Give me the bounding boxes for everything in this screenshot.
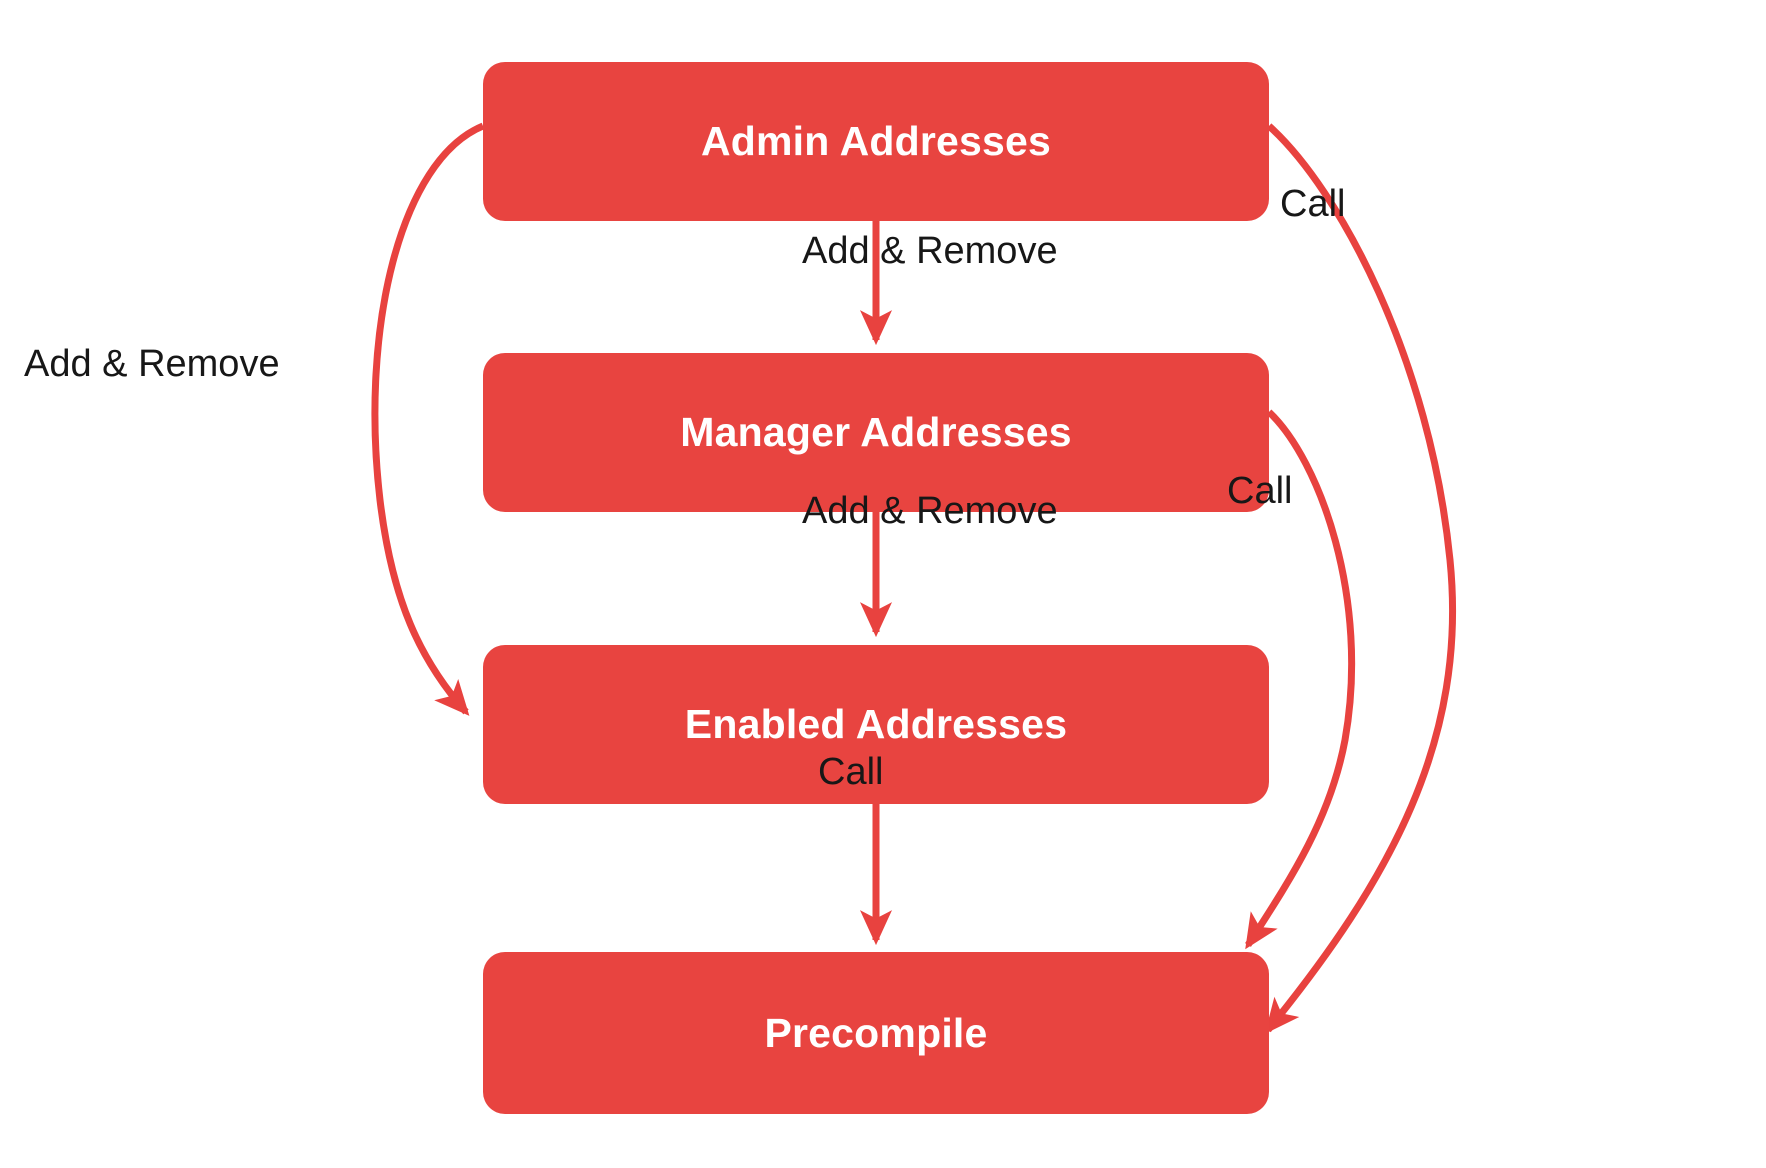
node-precompile[interactable]: Precompile [483,952,1269,1114]
edge-label-manager-precompile: Call [1227,470,1293,512]
edge-label-manager-enabled: Add & Remove [802,490,1058,532]
edge-label-admin-enabled: Add & Remove [24,343,280,385]
edge-manager-precompile [1245,409,1356,950]
edge-admin-precompile [1264,123,1457,1034]
node-manager-addresses[interactable]: Manager Addresses [483,353,1269,512]
edge-label-admin-precompile: Call [1280,183,1346,225]
node-label: Manager Addresses [680,409,1072,455]
edge-label-enabled-precompile: Call [818,751,884,793]
edge-admin-enabled [371,122,485,716]
edge-label-admin-manager: Add & Remove [802,230,1058,272]
node-label: Enabled Addresses [684,701,1068,747]
node-label: Precompile [764,1009,988,1056]
node-label: Admin Addresses [700,118,1052,164]
node-admin-addresses[interactable]: Admin Addresses [483,62,1269,221]
node-enabled-addresses[interactable]: Enabled Addresses [483,645,1269,804]
